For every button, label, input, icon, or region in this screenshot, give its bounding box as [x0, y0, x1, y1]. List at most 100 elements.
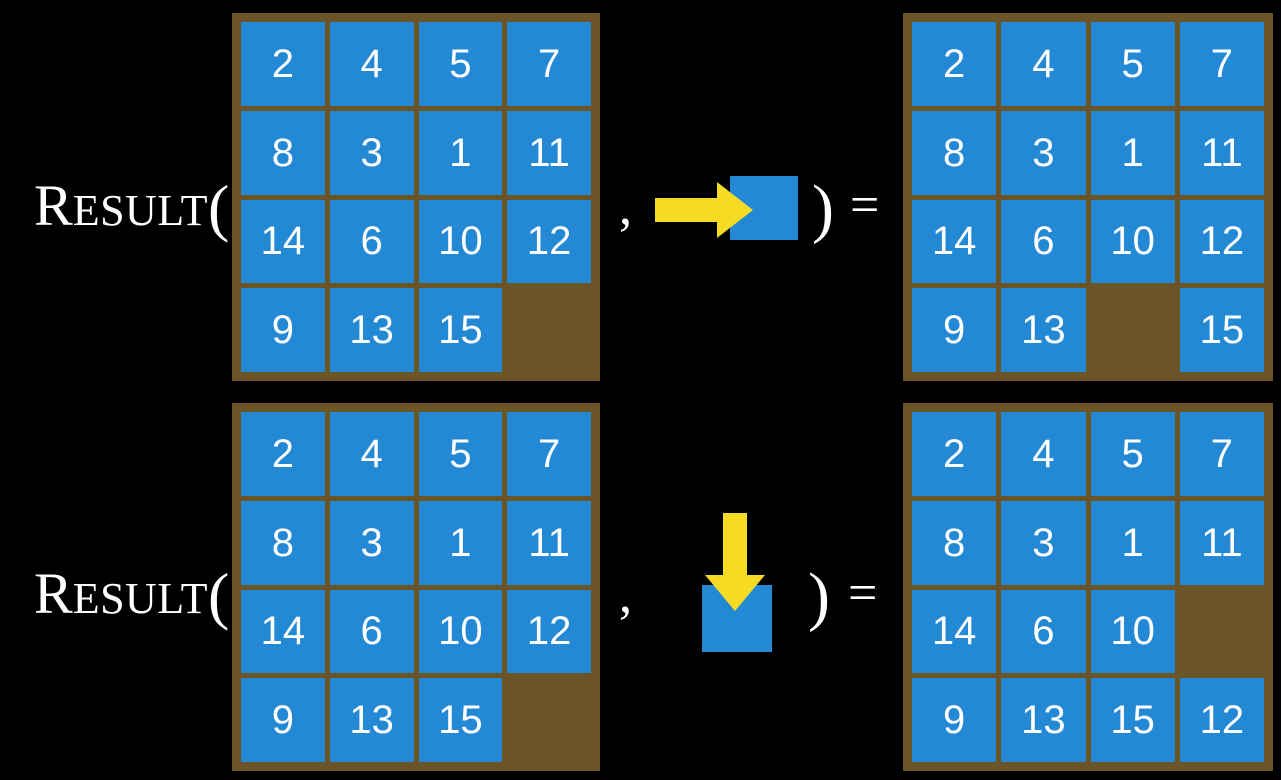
tile[interactable]: 5 — [1090, 22, 1175, 106]
tile[interactable]: 6 — [1001, 199, 1086, 284]
tile-value: 10 — [438, 219, 483, 264]
tile[interactable]: 10 — [1090, 589, 1175, 674]
tile[interactable]: 12 — [507, 589, 591, 674]
tile[interactable]: 9 — [241, 678, 325, 762]
tile-value: 15 — [438, 698, 483, 743]
tile[interactable]: 11 — [507, 110, 591, 195]
tile[interactable]: 1 — [418, 500, 503, 585]
tile-value: 6 — [1032, 219, 1055, 264]
tile-value: 4 — [1032, 41, 1055, 86]
result-label-rest: ESULT — [72, 574, 209, 623]
tile[interactable]: 2 — [241, 412, 325, 496]
tile-value: 13 — [349, 698, 394, 743]
tile[interactable]: 5 — [418, 22, 503, 106]
action-move-right — [650, 170, 810, 250]
tile[interactable]: 4 — [329, 22, 414, 106]
arrow-right-icon — [655, 182, 753, 238]
tile-value: 10 — [438, 609, 483, 654]
tile[interactable]: 15 — [418, 288, 503, 372]
result-label-row2: RESULT( — [34, 564, 229, 628]
tile[interactable]: 5 — [1090, 412, 1175, 496]
argument-separator-comma-row1: , — [619, 179, 632, 236]
close-paren-row2: ) — [808, 560, 830, 633]
close-paren-row1: ) — [812, 172, 834, 245]
tile-value: 12 — [1199, 219, 1245, 264]
tile[interactable]: 10 — [418, 589, 503, 674]
tile[interactable]: 1 — [1090, 110, 1175, 195]
tile-value: 14 — [260, 219, 306, 264]
tile-value: 9 — [271, 308, 294, 353]
tile[interactable]: 2 — [912, 22, 997, 106]
tile[interactable]: 8 — [241, 110, 325, 195]
output-board-top: 2 4 5 7 8 3 1 11 14 6 10 12 9 13 15 — [903, 13, 1273, 381]
tile[interactable]: 7 — [507, 22, 591, 106]
tile[interactable]: 14 — [912, 199, 997, 284]
tile-value: 11 — [1201, 130, 1243, 175]
result-label-rest: ESULT — [72, 186, 209, 235]
tile[interactable]: 13 — [329, 678, 414, 762]
tile[interactable]: 12 — [1179, 199, 1264, 284]
tile[interactable]: 7 — [1179, 412, 1264, 496]
empty-slot[interactable] — [1091, 288, 1175, 372]
tile[interactable]: 8 — [241, 500, 325, 585]
tile[interactable]: 3 — [1001, 110, 1086, 195]
tile[interactable]: 6 — [329, 589, 414, 674]
tile[interactable]: 4 — [329, 412, 414, 496]
tile[interactable]: 8 — [912, 110, 997, 195]
tile[interactable]: 14 — [912, 589, 997, 674]
tile[interactable]: 2 — [241, 22, 325, 106]
tile-value: 11 — [528, 520, 570, 565]
output-board-bottom: 2 4 5 7 8 3 1 11 14 6 10 9 13 15 12 — [903, 403, 1273, 771]
tile-value: 11 — [528, 130, 570, 175]
tile[interactable]: 5 — [418, 412, 503, 496]
tile[interactable]: 10 — [1090, 199, 1175, 284]
tile[interactable]: 10 — [418, 199, 503, 284]
tile-value: 12 — [526, 609, 572, 654]
tile[interactable]: 13 — [1001, 288, 1086, 372]
tile[interactable]: 2 — [912, 412, 997, 496]
tile-value: 10 — [1110, 219, 1155, 264]
tile[interactable]: 9 — [912, 678, 997, 762]
tile[interactable]: 14 — [241, 199, 325, 284]
tile[interactable]: 12 — [1179, 678, 1264, 762]
tile[interactable]: 12 — [507, 199, 591, 284]
tile[interactable]: 7 — [507, 412, 591, 496]
tile[interactable]: 15 — [1090, 678, 1175, 762]
empty-slot[interactable] — [1180, 590, 1264, 674]
tile[interactable]: 3 — [329, 110, 414, 195]
tile-value: 8 — [271, 130, 294, 175]
tile[interactable]: 3 — [1001, 500, 1086, 585]
tile[interactable]: 8 — [912, 500, 997, 585]
tile[interactable]: 15 — [418, 678, 503, 762]
tile[interactable]: 1 — [1090, 500, 1175, 585]
tile[interactable]: 15 — [1179, 288, 1264, 372]
tile[interactable]: 11 — [1179, 110, 1264, 195]
tile[interactable]: 3 — [329, 500, 414, 585]
empty-slot[interactable] — [507, 678, 591, 762]
tile[interactable]: 13 — [329, 288, 414, 372]
tile-value: 9 — [271, 698, 294, 743]
tile[interactable]: 11 — [507, 500, 591, 585]
result-open-paren: ( — [208, 560, 230, 631]
input-board-bottom: 2 4 5 7 8 3 1 11 14 6 10 12 9 13 15 — [232, 403, 600, 771]
result-label-initial: R — [34, 173, 73, 238]
tile[interactable]: 6 — [1001, 589, 1086, 674]
tile-value: 15 — [1199, 308, 1245, 353]
tile-value: 7 — [1210, 41, 1233, 86]
tile[interactable]: 11 — [1179, 500, 1264, 585]
tile-value: 8 — [271, 520, 294, 565]
tile[interactable]: 7 — [1179, 22, 1264, 106]
tile[interactable]: 9 — [912, 288, 997, 372]
tile-value: 6 — [360, 609, 383, 654]
tile[interactable]: 1 — [418, 110, 503, 195]
tile[interactable]: 14 — [241, 589, 325, 674]
tile[interactable]: 13 — [1001, 678, 1086, 762]
empty-slot[interactable] — [507, 288, 591, 372]
tile-value: 8 — [943, 130, 966, 175]
tile-value: 11 — [1201, 520, 1243, 565]
tile-value: 6 — [360, 219, 383, 264]
tile[interactable]: 6 — [329, 199, 414, 284]
tile[interactable]: 9 — [241, 288, 325, 372]
tile[interactable]: 4 — [1001, 22, 1086, 106]
tile[interactable]: 4 — [1001, 412, 1086, 496]
